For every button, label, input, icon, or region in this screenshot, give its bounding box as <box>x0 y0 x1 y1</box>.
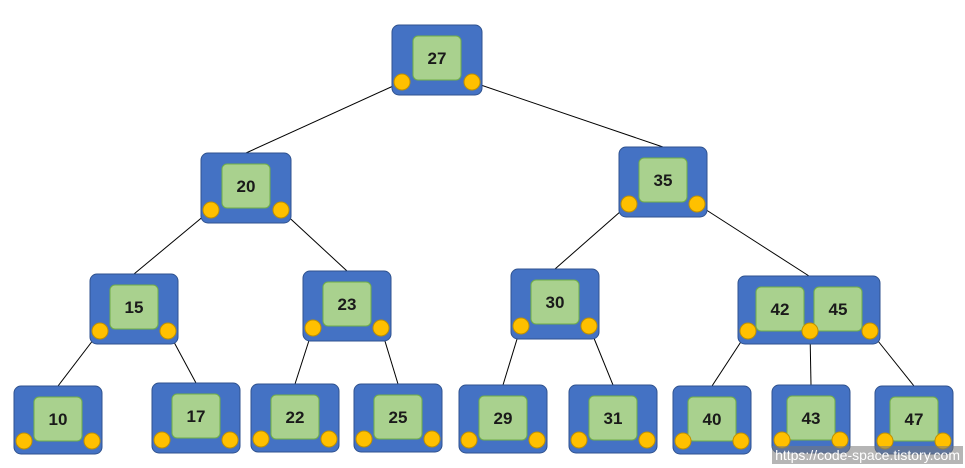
child-pointer <box>570 431 588 449</box>
tree-node: 17 <box>151 382 241 454</box>
child-pointer <box>153 431 171 449</box>
key-cell <box>171 393 221 439</box>
child-pointer <box>304 319 322 337</box>
child-pointer <box>202 201 220 219</box>
child-pointer <box>512 317 530 335</box>
edge <box>471 81 664 148</box>
key-label: 27 <box>428 49 447 68</box>
tree-node: 20 <box>200 152 292 224</box>
child-pointer <box>15 432 33 450</box>
child-pointer <box>463 73 481 91</box>
key-label: 31 <box>604 409 623 428</box>
tree-node: 43 <box>771 384 851 454</box>
key-label: 30 <box>546 293 565 312</box>
tree-node: 27 <box>391 24 483 96</box>
key-cell <box>588 395 638 441</box>
edge <box>245 81 403 154</box>
key-cell <box>221 163 271 209</box>
child-pointer <box>460 431 478 449</box>
tree-node: 25 <box>353 383 443 453</box>
nodes: 27 20 15 10 17 23 22 25 35 30 29 31 42 45 40 43 47 <box>13 24 954 455</box>
key-label: 23 <box>338 295 357 314</box>
key-label: 15 <box>125 298 144 317</box>
key-label: 10 <box>49 410 68 429</box>
child-pointer <box>674 432 692 450</box>
tree-node: 47 <box>874 385 954 455</box>
child-pointer <box>688 195 706 213</box>
key-label: 25 <box>389 408 408 427</box>
tree-node: 29 <box>458 384 548 454</box>
key-cell <box>755 286 805 332</box>
tree-node: 40 <box>672 385 752 455</box>
tree-node: 22 <box>250 383 340 453</box>
key-cell <box>109 284 159 330</box>
key-label: 40 <box>703 410 722 429</box>
child-pointer <box>739 322 757 340</box>
key-cell <box>478 395 528 441</box>
key-label: 45 <box>829 300 848 319</box>
child-pointer <box>801 322 819 340</box>
key-label: 22 <box>286 408 305 427</box>
child-pointer <box>423 430 441 448</box>
tree-node: 15 <box>89 273 179 345</box>
key-cell <box>687 396 737 442</box>
key-cell <box>638 157 688 203</box>
tree-node: 23 <box>302 270 392 342</box>
child-pointer <box>393 73 411 91</box>
key-cell <box>530 279 580 325</box>
child-pointer <box>252 430 270 448</box>
tree-node: 30 <box>510 268 600 340</box>
tree-node: 10 <box>13 385 103 455</box>
key-cell <box>33 396 83 442</box>
key-label: 47 <box>905 410 924 429</box>
child-pointer <box>272 201 290 219</box>
edge <box>554 203 630 270</box>
child-pointer <box>372 319 390 337</box>
key-cell <box>270 394 320 440</box>
key-label: 43 <box>802 409 821 428</box>
tree-node: 42 45 <box>737 275 881 345</box>
child-pointer <box>580 317 598 335</box>
child-pointer <box>83 432 101 450</box>
child-pointer <box>320 430 338 448</box>
child-pointer <box>620 195 638 213</box>
key-label: 35 <box>654 171 673 190</box>
key-cell <box>813 286 863 332</box>
tree-node: 35 <box>618 146 708 218</box>
key-label: 20 <box>237 177 256 196</box>
child-pointer <box>861 322 879 340</box>
tree-node: 31 <box>568 384 658 454</box>
key-label: 29 <box>494 409 513 428</box>
child-pointer <box>91 322 109 340</box>
key-cell <box>786 395 836 441</box>
key-cell <box>889 396 939 442</box>
edge <box>696 203 810 277</box>
child-pointer <box>732 432 750 450</box>
child-pointer <box>355 430 373 448</box>
key-cell <box>322 281 372 327</box>
child-pointer <box>159 322 177 340</box>
key-label: 42 <box>771 300 790 319</box>
edge <box>133 209 212 275</box>
watermark: https://code-space.tistory.com <box>772 446 963 464</box>
key-cell <box>412 35 462 81</box>
child-pointer <box>528 431 546 449</box>
key-label: 17 <box>187 407 206 426</box>
child-pointer <box>221 431 239 449</box>
key-cell <box>373 394 423 440</box>
edge <box>280 209 348 272</box>
child-pointer <box>638 431 656 449</box>
